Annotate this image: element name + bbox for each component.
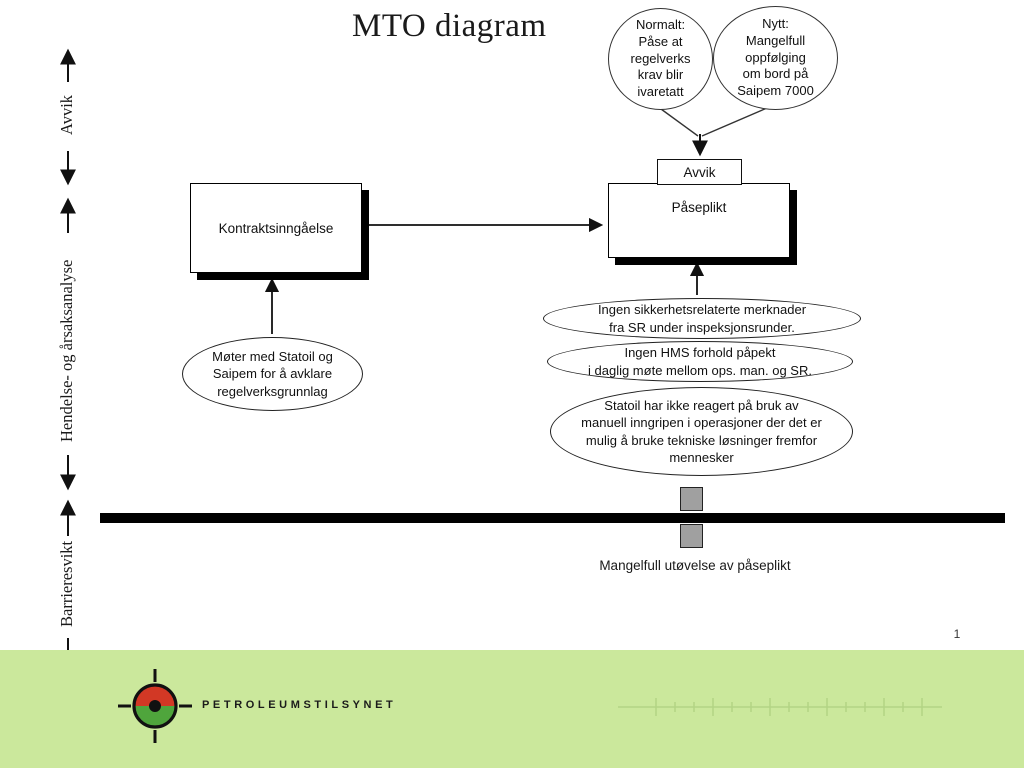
callout-normalt-tail [660,108,699,137]
barrier-square-top [680,487,703,511]
callout-normalt: Normalt: Påse at regelverks krav blir iv… [608,8,713,110]
barrier-caption: Mangelfull utøvelse av påseplikt [599,558,791,573]
brand-wordmark: PETROLEUMSTILSYNET [202,699,397,711]
slide-title: MTO diagram [352,8,547,44]
ellipse-ingen-sikkerhetsrelaterte: Ingen sikkerhetsrelaterte merknader fra … [543,298,861,339]
axis-label-hendelse: Hendelse- og årsaksanalyse [57,259,76,443]
box-avvik: Avvik [657,159,742,185]
callout-nytt: Nytt: Mangelfull oppfølging om bord på S… [713,6,838,110]
petroleumstilsynet-logo target-crosshair-icon [118,669,192,743]
barrier-square-bottom [680,524,703,548]
ellipse-ingen-hms: Ingen HMS forhold påpekt i daglig møte m… [547,341,853,382]
axis-label-avvik: Avvik [57,94,76,136]
footer-band: PETROLEUMSTILSYNET [0,650,1024,768]
axis-label-barrieresvikt: Barrieresvikt [57,540,76,628]
page-number: 1 [953,627,961,641]
barrier-line [100,513,1005,523]
box-kontraktsinngaelse: Kontraktsinngåelse [190,183,362,273]
box-paseplikt: Påseplikt [608,183,790,258]
ellipse-moter-med-statoil: Møter med Statoil og Saipem for å avklar… [182,337,363,411]
footer-ruler-decoration [618,698,942,716]
ellipse-statoil-ikke-reagert: Statoil har ikke reagert på bruk av manu… [550,387,853,476]
callout-nytt-tail [701,107,768,137]
